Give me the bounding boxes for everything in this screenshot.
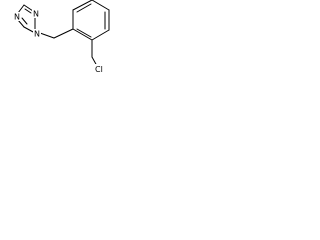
atom-n4-text: N [14, 13, 20, 22]
bond-c5-c6-double [76, 3, 92, 13]
atom-label-n1: N [33, 29, 41, 39]
bond-ch2-c1 [53, 28, 74, 39]
bond-c3-n2-double [24, 8, 32, 14]
atom-label-n2: N [32, 9, 40, 19]
atom-cl-text: Cl [95, 65, 103, 74]
bond-c1-c2 [72, 28, 93, 41]
bond-c2-c3 [91, 29, 110, 41]
atom-n2-text: N [33, 10, 39, 19]
benzene-ring [53, 0, 110, 41]
bond-c4-c5 [91, 0, 110, 11]
bond-c5-n4 [17, 19, 25, 28]
molecule-structure: N N N Cl [13, 0, 110, 74]
atom-label-n4: N [13, 12, 21, 22]
bond-c5-n4-double [21, 17, 28, 25]
triazole-ring [17, 4, 36, 34]
atom-label-cl: Cl [94, 64, 107, 74]
bond-c1-c2-double [76, 28, 92, 38]
bond-c3-n2 [23, 4, 34, 12]
atom-n1-text: N [34, 30, 40, 39]
bond-n1-ch2 [39, 32, 55, 39]
bond-n4-c3 [17, 4, 25, 14]
bond-c5-c6 [72, 0, 93, 11]
